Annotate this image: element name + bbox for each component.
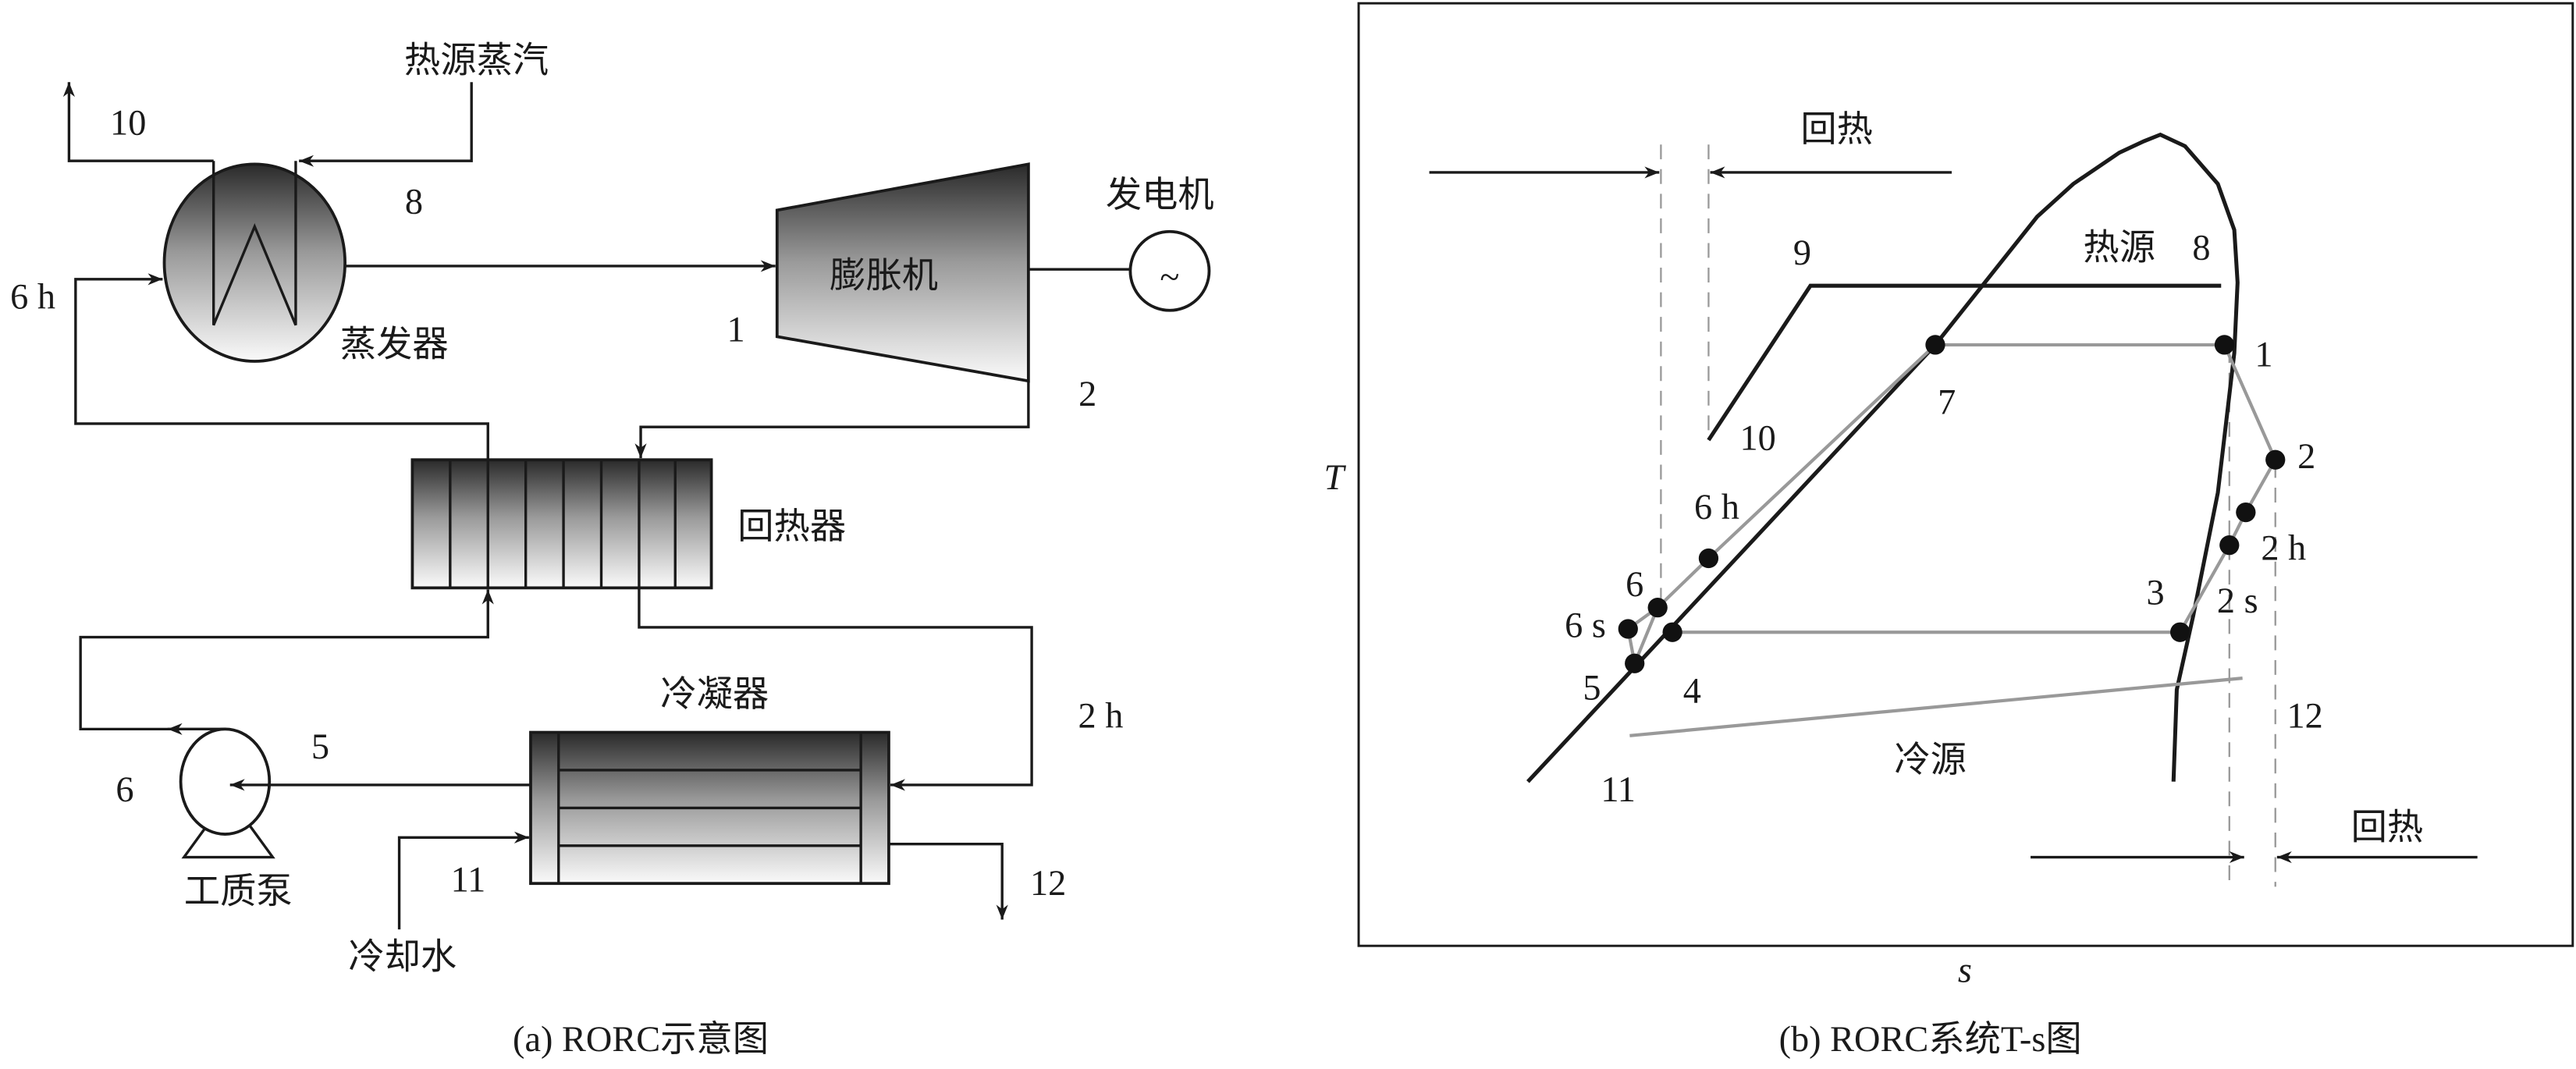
point-6s xyxy=(1618,619,1638,639)
label-state-10: 10 xyxy=(110,104,146,144)
pipe-cooling-water-in xyxy=(397,831,529,930)
label-point-9: 9 xyxy=(1793,233,1811,273)
label-regenerator: 回热器 xyxy=(737,507,846,547)
pipe-expander-regenerator xyxy=(634,381,1030,459)
label-state-6h: 6 h xyxy=(10,278,55,318)
point-6 xyxy=(1647,598,1668,618)
label-heat-source: 热源 xyxy=(2083,229,2155,268)
ts-diagram: T s 回热 回热 xyxy=(1324,2,2574,1060)
label-state-5: 5 xyxy=(311,727,329,767)
point-6h xyxy=(1698,548,1719,569)
y-axis-label: T xyxy=(1324,458,1347,498)
label-state-2: 2 xyxy=(1078,375,1096,414)
cold-source-line xyxy=(1629,677,2243,737)
point-3 xyxy=(2170,622,2190,642)
point-2s xyxy=(2219,535,2240,556)
label-point-3: 3 xyxy=(2146,573,2164,613)
label-point-2h: 2 h xyxy=(2261,529,2306,569)
pipe-regenerator-evaporator xyxy=(74,273,489,460)
heat-source-line xyxy=(1707,283,2222,442)
point-7 xyxy=(1925,335,1945,355)
label-point-5: 5 xyxy=(1583,669,1601,709)
pipe-heat-source-out xyxy=(62,82,214,162)
regenerator xyxy=(410,458,713,590)
schematic: 热源蒸汽 10 8 蒸发器 1 膨胀机 ~ 发电机 2 回热器 6 h 2 h xyxy=(10,41,1214,1060)
point-4 xyxy=(1662,622,1682,642)
label-point-10: 10 xyxy=(1739,419,1775,459)
label-pump: 工质泵 xyxy=(184,872,293,911)
pipe-regenerator-condenser xyxy=(638,588,1033,791)
label-point-1: 1 xyxy=(2254,335,2272,375)
evaporator-coil xyxy=(211,161,297,326)
label-regen-bottom: 回热 xyxy=(2351,808,2424,847)
condenser-tubes xyxy=(557,732,862,884)
label-state-8: 8 xyxy=(405,183,423,222)
pipe-heat-source-in xyxy=(299,82,473,167)
label-point-11: 11 xyxy=(1601,770,1636,810)
label-state-11: 11 xyxy=(451,861,486,900)
label-generator: 发电机 xyxy=(1106,176,1214,215)
label-state-6: 6 xyxy=(115,770,133,810)
generator-symbol: ~ xyxy=(1160,257,1179,297)
label-condenser: 冷凝器 xyxy=(660,675,769,715)
plot-frame xyxy=(1357,2,2574,947)
label-point-6: 6 xyxy=(1626,565,1643,605)
point-2h xyxy=(2236,502,2256,523)
pipe-cooling-water-out xyxy=(888,843,1008,920)
caption-a: (a) RORC示意图 xyxy=(513,1020,769,1060)
saturation-dome xyxy=(1526,132,2240,783)
label-point-7: 7 xyxy=(1938,382,1956,422)
point-2 xyxy=(2265,449,2286,470)
point-5 xyxy=(1625,653,1645,673)
regenerator-tubes xyxy=(449,460,677,588)
label-state-1: 1 xyxy=(727,311,745,350)
label-state-12: 12 xyxy=(1030,864,1066,904)
generator xyxy=(1128,229,1211,312)
label-expander: 膨胀机 xyxy=(830,256,938,296)
label-cold-source: 冷源 xyxy=(1894,740,1967,780)
label-heat-source-steam: 热源蒸汽 xyxy=(404,41,549,81)
label-state-2h: 2 h xyxy=(1078,696,1124,736)
label-point-4: 4 xyxy=(1683,672,1701,712)
state-points xyxy=(1618,335,2286,673)
label-regen-top: 回热 xyxy=(1800,110,1873,150)
evaporator xyxy=(162,162,346,363)
pump xyxy=(179,727,272,836)
label-point-6s: 6 s xyxy=(1565,606,1606,646)
label-point-6h: 6 h xyxy=(1694,488,1739,527)
x-axis-label: s xyxy=(1958,950,1972,990)
label-point-2s: 2 s xyxy=(2217,581,2258,621)
point-1 xyxy=(2214,335,2235,355)
pipe-pump-regenerator xyxy=(79,589,494,731)
label-point-8: 8 xyxy=(2192,229,2210,268)
label-point-12: 12 xyxy=(2286,696,2322,736)
label-cooling-water: 冷却水 xyxy=(348,938,457,978)
caption-b: (b) RORC系统T-s图 xyxy=(1779,1020,2082,1060)
label-point-2: 2 xyxy=(2297,437,2315,477)
label-evaporator: 蒸发器 xyxy=(340,325,449,365)
